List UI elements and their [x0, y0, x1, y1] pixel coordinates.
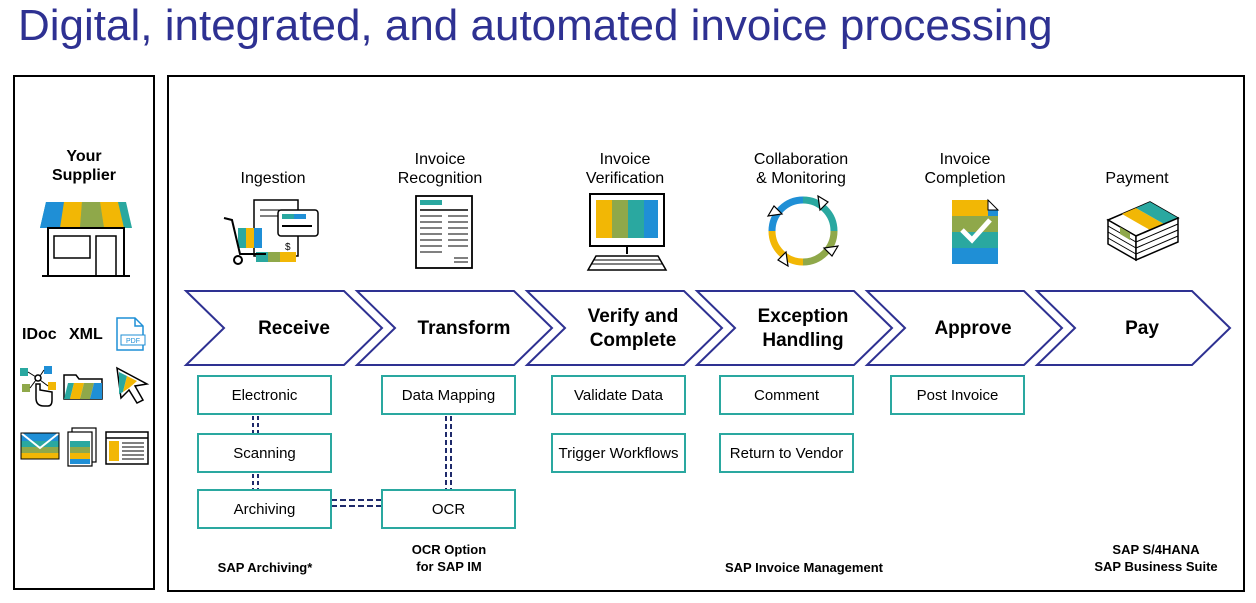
stage-label-invoice-completion: Invoice Completion — [924, 151, 1006, 187]
step-pay: Pay — [1125, 318, 1159, 339]
stage-label-payment: Payment — [1105, 170, 1169, 187]
box-validate-data: Validate Data — [551, 375, 686, 415]
box-archiving: Archiving — [197, 489, 332, 529]
box-post-invoice: Post Invoice — [890, 375, 1025, 415]
footer-ocr-option: OCR Option for SAP IM — [411, 542, 487, 574]
touch-network-icon — [20, 366, 56, 407]
chevron-pay — [1034, 290, 1232, 366]
footer-sap-invoice-management: SAP Invoice Management — [725, 560, 883, 575]
page-title: Digital, integrated, and automated invoi… — [18, 1, 1053, 50]
chevron-exception — [694, 290, 894, 366]
idoc-label: IDoc — [22, 326, 57, 343]
stage-label-collaboration-monitoring: Collaboration & Monitoring — [753, 151, 849, 187]
folder-icon — [63, 374, 103, 400]
chevron-verify — [524, 290, 724, 366]
xml-label: XML — [69, 326, 103, 343]
box-scanning: Scanning — [197, 433, 332, 473]
box-data-mapping: Data Mapping — [381, 375, 516, 415]
step-receive: Receive — [258, 318, 330, 339]
process-panel — [167, 75, 1245, 592]
process-chevrons — [183, 290, 1232, 366]
footer-sap-s4hana: SAP S/4HANA SAP Business Suite — [1094, 542, 1218, 574]
chevron-transform — [354, 290, 554, 366]
cycle-arrows-icon — [766, 194, 840, 268]
chevron-receive — [183, 290, 384, 366]
stage-label-invoice-recognition: Invoice Recognition — [397, 151, 483, 187]
step-transform: Transform — [417, 318, 511, 339]
box-return-to-vendor: Return to Vendor — [719, 433, 854, 473]
supplier-title-line2: Supplier — [51, 167, 116, 184]
box-electronic: Electronic — [197, 375, 332, 415]
svg-text:$: $ — [285, 242, 291, 253]
footer-sap-archiving: SAP Archiving* — [217, 560, 313, 575]
ingestion-icon: $ — [223, 199, 319, 265]
invoice-document-icon — [415, 195, 473, 269]
supplier-panel — [13, 75, 155, 590]
documents-icon — [67, 427, 97, 467]
step-approve: Approve — [934, 318, 1012, 339]
envelope-icon — [20, 432, 60, 460]
box-ocr: OCR — [381, 489, 516, 529]
cursor-icon — [116, 366, 150, 404]
box-comment: Comment — [719, 375, 854, 415]
pdf-icon: PDF — [116, 317, 146, 351]
pdf-icon-text: PDF — [126, 338, 140, 345]
supplier-title: Your Supplier — [13, 147, 155, 185]
box-trigger-workflows: Trigger Workflows — [551, 433, 686, 473]
stage-label-invoice-verification: Invoice Verification — [585, 151, 665, 187]
supplier-title-line1: Your — [66, 148, 102, 165]
check-document-icon — [952, 198, 1000, 264]
chevron-approve — [864, 290, 1064, 366]
window-icon — [105, 431, 149, 465]
shop-icon — [40, 202, 132, 277]
stage-label-ingestion: Ingestion — [240, 170, 306, 187]
monitor-icon — [586, 193, 668, 271]
money-stack-icon — [1106, 201, 1180, 262]
